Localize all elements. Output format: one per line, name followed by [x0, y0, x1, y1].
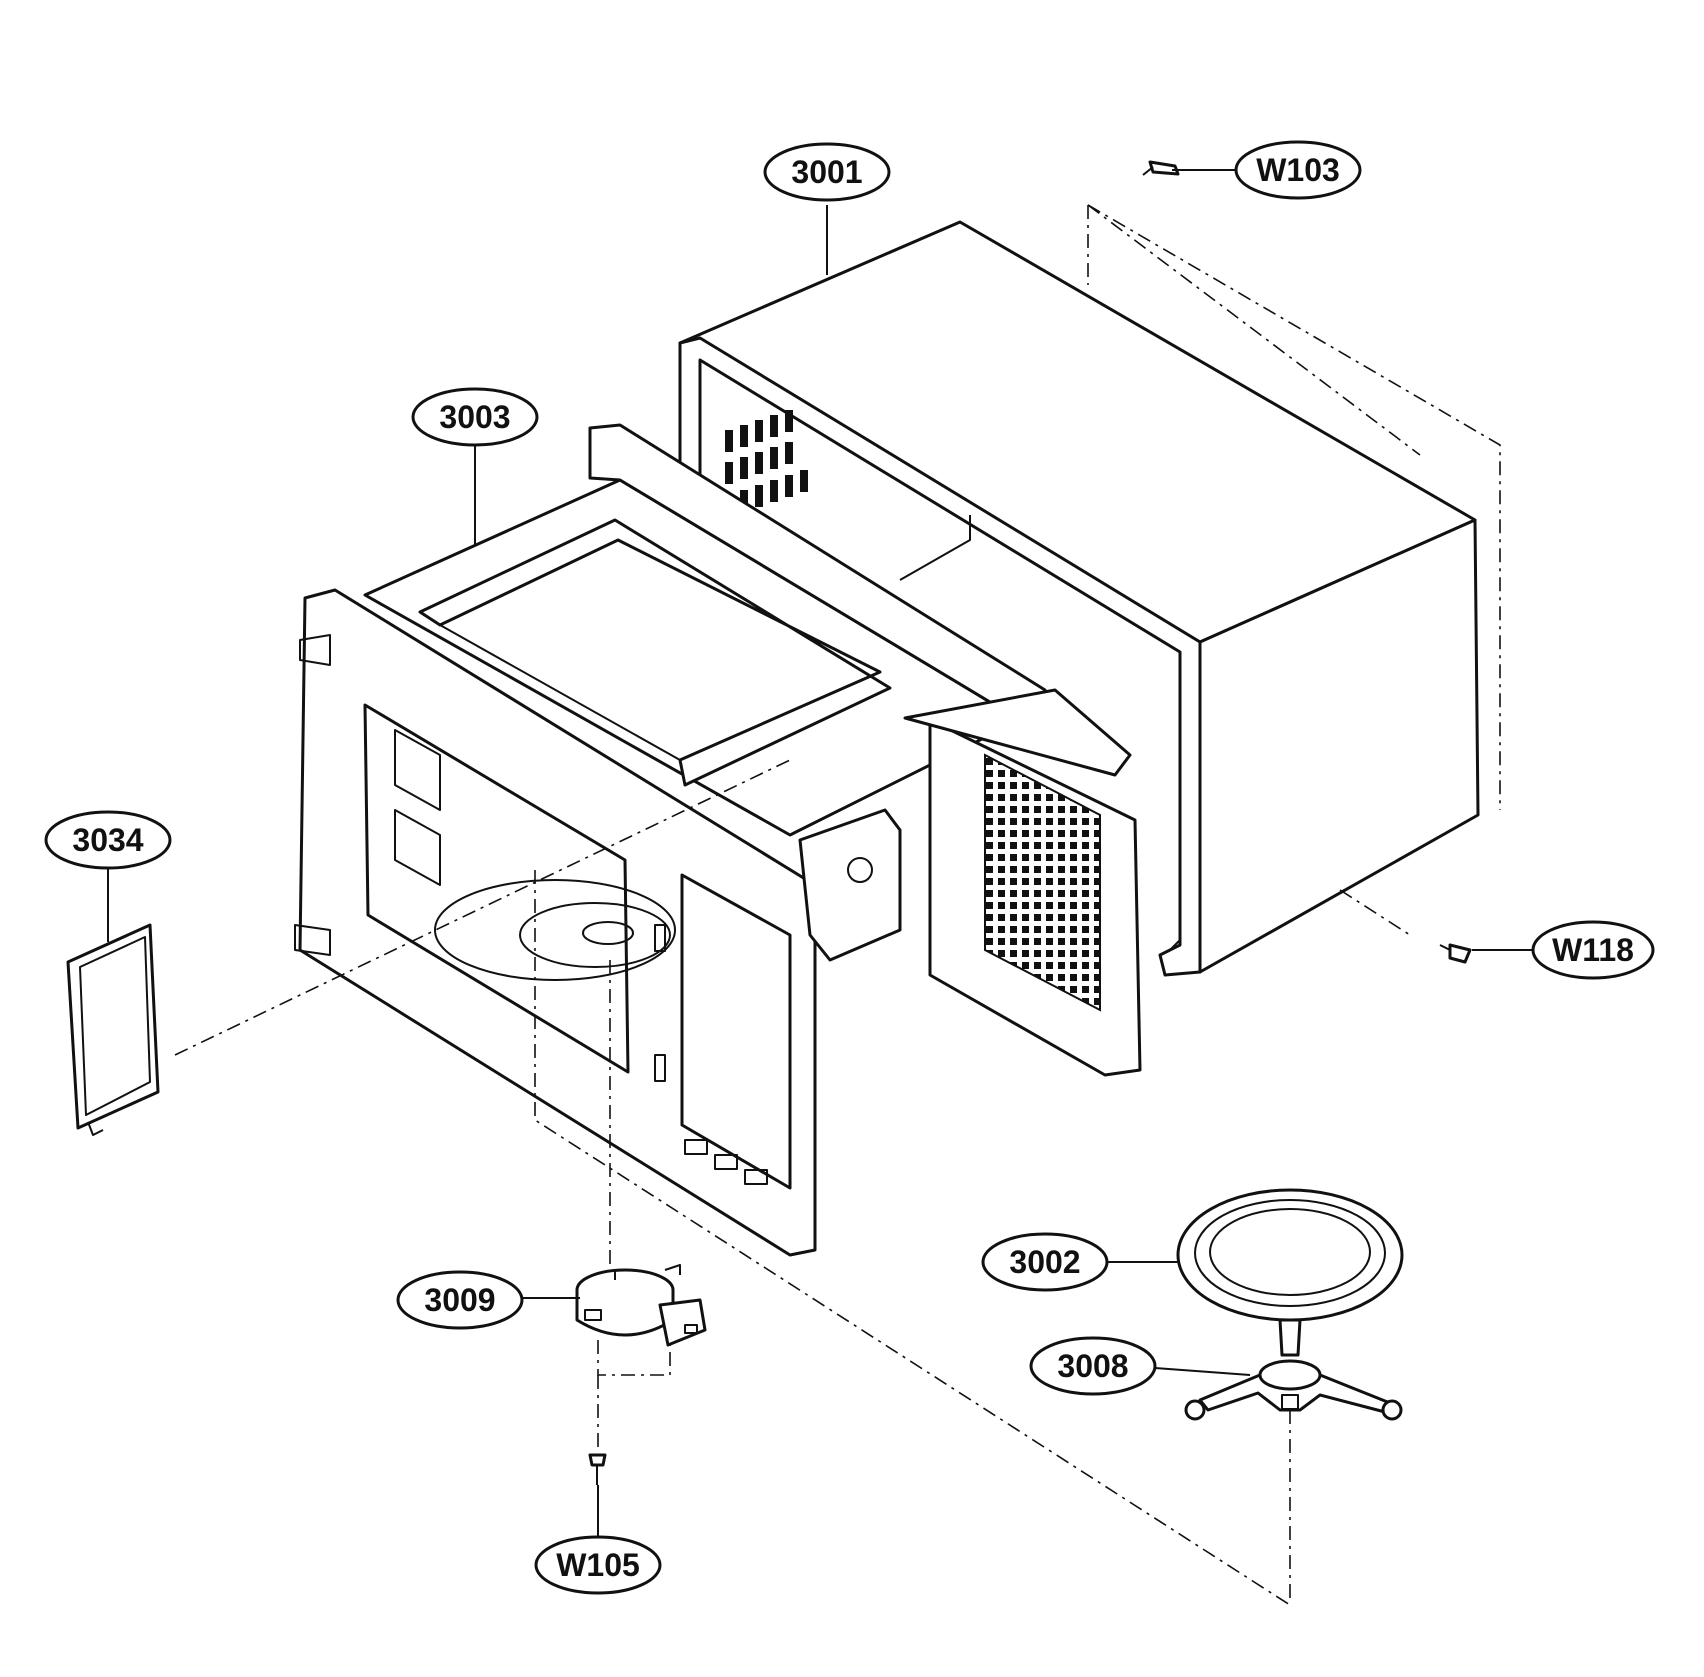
screw-w118 — [1439, 943, 1472, 964]
callout-w105-label: W105 — [556, 1547, 640, 1583]
oven-cavity-frame — [294, 423, 1142, 1257]
callout-w105: W105 — [534, 1535, 662, 1595]
screw-w103 — [1142, 160, 1180, 176]
glass-tray — [1176, 1188, 1404, 1322]
leader-lines — [107, 169, 1533, 1540]
callout-w118: W118 — [1531, 920, 1655, 980]
cavity-assembly-lines — [174, 759, 1291, 1606]
callout-3001-label: 3001 — [791, 154, 862, 190]
callout-3003-label: 3003 — [439, 399, 510, 435]
callout-w118-label: W118 — [1552, 932, 1634, 968]
callout-w103-label: W103 — [1256, 152, 1340, 188]
callout-3009-label: 3009 — [424, 1282, 495, 1318]
callout-3008-label: 3008 — [1057, 1348, 1128, 1384]
roller-guide — [1184, 1318, 1403, 1600]
callout-3001: 3001 — [763, 142, 891, 202]
callout-3034-label: 3034 — [72, 822, 143, 858]
callout-3034: 3034 — [44, 810, 172, 870]
screw-w105 — [588, 1453, 607, 1485]
callout-3003: 3003 — [411, 387, 539, 447]
callout-3009: 3009 — [396, 1270, 524, 1330]
turntable-motor — [575, 1264, 707, 1450]
waveguide-cover — [66, 923, 160, 1136]
case-assembly-lines — [1087, 204, 1501, 936]
callout-w103: W103 — [1234, 140, 1362, 200]
callout-3002-label: 3002 — [1009, 1244, 1080, 1280]
callout-3002: 3002 — [981, 1232, 1109, 1292]
callout-3008: 3008 — [1029, 1336, 1157, 1396]
